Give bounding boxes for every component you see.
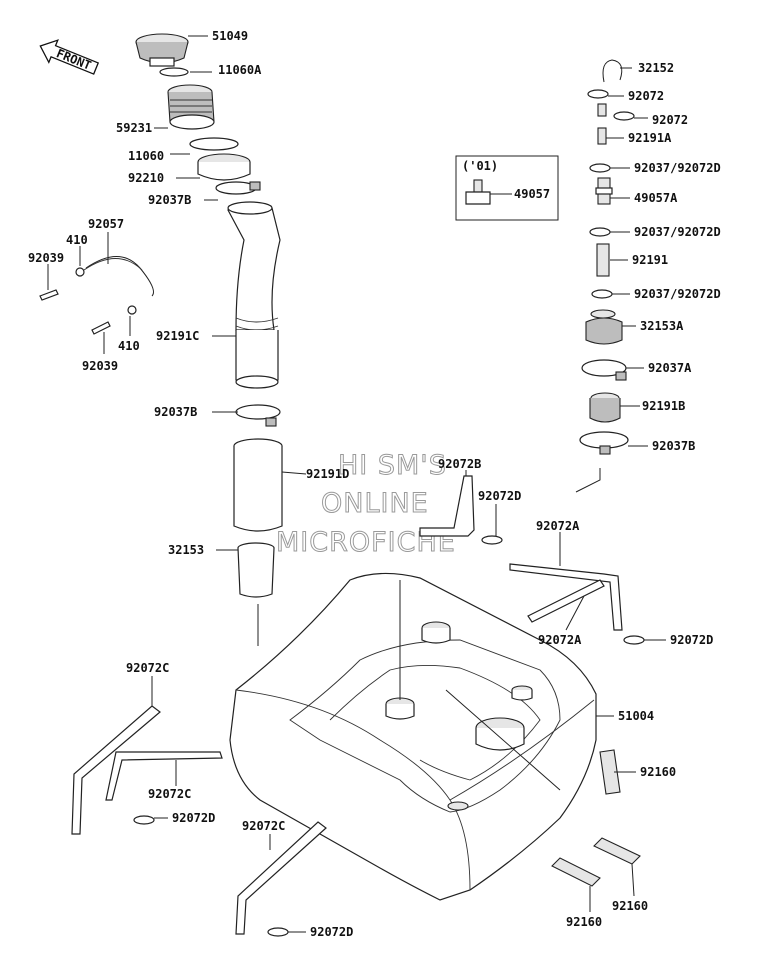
clip-92072d-bottom [267,927,289,937]
label-92037-92072d-1: 92037/92072D [634,161,721,175]
front-arrow-icon: FRONT [39,39,100,75]
vent-filter [585,309,623,345]
label-11060: 11060 [128,149,164,163]
label-92039-bottom: 92039 [82,359,118,373]
label-92037b-right: 92037B [652,439,695,453]
label-92160-c: 92160 [566,915,602,929]
label-59231: 59231 [116,121,152,135]
label-32153: 32153 [168,543,204,557]
label-92072b: 92072B [438,457,481,471]
tether-cord [39,256,154,335]
vent-tube-b [596,243,610,277]
label-92072a-bottom: 92072A [538,633,582,647]
label-410-top: 410 [66,233,88,247]
pad-92160-a [599,749,621,795]
watermark-line-1: HI SM'S [338,450,447,481]
label-92072c-c: 92072C [242,819,285,833]
label-92039-top: 92039 [28,251,64,265]
clip-92072d-right [623,635,645,645]
clip-92072d-left [133,815,155,825]
label-92191b: 92191B [642,399,685,413]
label-92037b-mid: 92037B [154,405,197,419]
pad-92160-b [593,837,641,865]
strap-92072c-a [71,705,161,835]
label-410-bottom: 410 [118,339,140,353]
clip-92072d-top [481,535,503,545]
label-92191d: 92191D [306,467,349,481]
filler-neck [167,84,215,130]
vent-tube-short [597,103,607,117]
vent-clamp-a [581,359,627,381]
label-51004: 51004 [618,709,654,723]
label-92191: 92191 [632,253,668,267]
label-92072d-bottom: 92072D [310,925,353,939]
strap-92072c-c [235,821,327,935]
strap-92072b [419,475,475,537]
vent-clip-4 [589,227,611,237]
strap-92072a [509,563,623,631]
filter-tube [237,542,275,598]
label-92057: 92057 [88,217,124,231]
label-32153a: 32153A [640,319,684,333]
label-92160-b: 92160 [612,899,648,913]
label-92072c-b: 92072C [148,787,191,801]
strap-92072c-b [105,751,223,801]
neck-nut [197,153,251,181]
vent-leader [575,468,601,493]
cap-gasket [159,67,189,77]
label-92037-92072d-3: 92037/92072D [634,287,721,301]
part-labels: 51049 11060A 59231 11060 92210 92037B 92… [28,29,721,939]
label-11060a: 11060A [218,63,262,77]
label-32152: 32152 [638,61,674,75]
watermark: HI SM'S ONLINE MICROFICHE [276,450,456,559]
vent-tube-a [597,127,607,145]
label-92191a: 92191A [628,131,672,145]
label-92037b-top: 92037B [148,193,191,207]
vent-clamp-b [579,431,629,455]
label-92072d-top: 92072D [478,489,521,503]
label-92072-a: 92072 [628,89,664,103]
label-49057: 49057 [514,187,550,201]
leader-lines [47,35,666,933]
watermark-line-2: ONLINE [321,488,429,519]
front-label: FRONT [54,46,93,73]
year-inset: ('01) [455,155,559,221]
vent-clip-2 [613,111,635,121]
label-92191c: 92191C [156,329,199,343]
label-92037-92072d-2: 92037/92072D [634,225,721,239]
vent-cap [602,59,623,83]
vent-clip-3 [589,163,611,173]
label-92072d-right: 92072D [670,633,713,647]
label-92037a: 92037A [648,361,692,375]
label-92072d-left: 92072D [172,811,215,825]
check-valve [595,177,613,205]
label-92072a-top: 92072A [536,519,580,533]
label-92072-b: 92072 [652,113,688,127]
neck-gasket [189,137,239,151]
label-49057a: 49057A [634,191,678,205]
label-92210: 92210 [128,171,164,185]
vent-clip-1 [587,89,609,99]
hose-clamp-mid [235,404,281,427]
vent-hose-b [589,392,621,423]
lower-hose [233,438,283,532]
tank-leader-lines [257,580,561,791]
year-box-label: ('01) [462,159,498,173]
filler-cap [135,33,189,67]
label-51049: 51049 [212,29,248,43]
pad-92160-c [551,857,601,887]
label-92072c-a: 92072C [126,661,169,675]
filler-hose [227,201,281,389]
hose-clamp-top [215,181,261,195]
label-92160-a: 92160 [640,765,676,779]
vent-clip-5 [591,289,613,299]
fuel-tank [229,572,597,901]
